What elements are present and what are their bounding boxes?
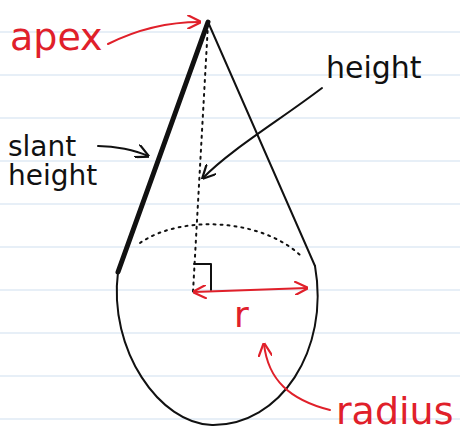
slant-height-line (118, 22, 208, 272)
cone-base-front (117, 266, 318, 425)
cone-base-back (140, 224, 300, 255)
radius-symbol: r (234, 296, 249, 334)
slant-height-leader (98, 146, 148, 156)
slant-height-label: slant height (8, 132, 98, 191)
radius-leader (264, 344, 330, 410)
radius-label: radius (336, 392, 453, 432)
cone-right-side (208, 22, 315, 266)
height-leader (203, 88, 322, 178)
right-angle-mark (194, 264, 211, 290)
radius-line (194, 288, 307, 292)
paper-lines (0, 32, 460, 419)
height-line (193, 24, 208, 292)
height-label: height (326, 52, 422, 84)
apex-label: apex (10, 18, 103, 58)
apex-leader (108, 22, 200, 44)
